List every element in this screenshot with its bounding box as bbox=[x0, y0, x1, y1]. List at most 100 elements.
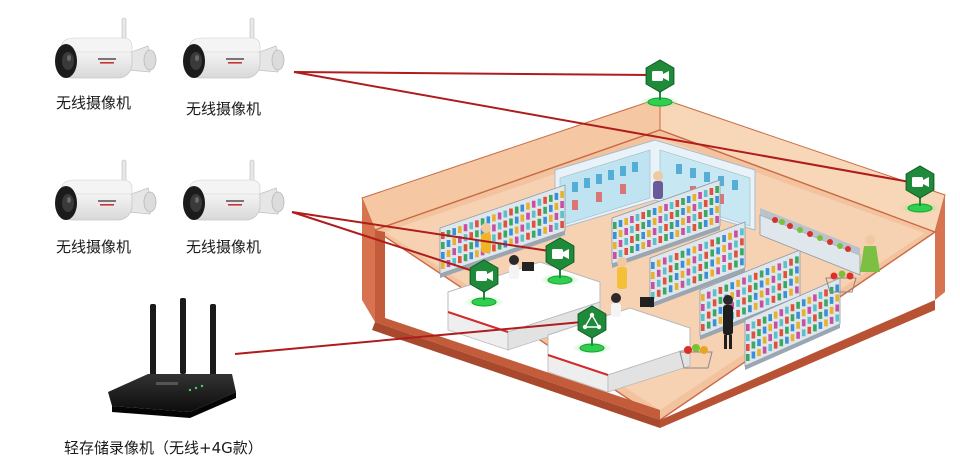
shelf-product bbox=[716, 237, 720, 245]
shelf-product bbox=[703, 220, 708, 227]
shelf-product bbox=[710, 249, 714, 257]
shelf-product bbox=[789, 278, 793, 286]
shelf-product bbox=[706, 321, 711, 329]
shelf-product bbox=[651, 282, 655, 289]
shelf-product bbox=[768, 314, 772, 322]
shelf-product bbox=[652, 228, 657, 235]
shelf-product bbox=[458, 226, 462, 234]
camera-3-label: 无线摄像机 bbox=[56, 238, 132, 256]
shelf-product bbox=[531, 220, 536, 228]
shelf-product bbox=[748, 275, 752, 283]
shelf-product bbox=[722, 265, 726, 272]
shelf-product bbox=[497, 222, 502, 230]
shelf-product bbox=[680, 250, 685, 258]
shelf-product bbox=[503, 210, 508, 218]
shelf-product bbox=[728, 242, 732, 250]
shelf-product bbox=[712, 289, 717, 297]
shelf-product bbox=[669, 202, 674, 209]
shelf-product bbox=[771, 295, 776, 303]
shelf-product bbox=[613, 222, 617, 229]
shelf-product bbox=[651, 262, 655, 269]
shelf-product bbox=[651, 272, 655, 279]
shelf-product bbox=[698, 254, 703, 261]
shelf-product bbox=[740, 238, 744, 246]
shelf-product bbox=[759, 280, 764, 288]
shelf-product bbox=[779, 339, 784, 347]
shelf-product bbox=[751, 341, 756, 349]
shelf-product bbox=[658, 206, 663, 213]
shelf-product bbox=[647, 230, 651, 237]
shelf-product bbox=[768, 324, 772, 332]
shelf-product bbox=[698, 192, 702, 199]
shelf-product bbox=[706, 311, 711, 319]
shelf-product bbox=[742, 297, 746, 305]
camera-icon bbox=[476, 271, 493, 281]
camera-1-label: 无线摄像机 bbox=[56, 94, 132, 112]
shelf-product bbox=[618, 220, 623, 227]
shelf-product bbox=[796, 311, 800, 319]
marker-5 bbox=[572, 305, 612, 354]
shelf-product bbox=[762, 326, 767, 334]
shelf-product bbox=[497, 212, 502, 220]
shelf-product bbox=[807, 316, 812, 324]
shelf-product bbox=[624, 248, 628, 255]
shelf-product bbox=[818, 321, 823, 329]
shelf-product bbox=[656, 259, 661, 267]
shelf-product bbox=[765, 288, 770, 296]
shelf-product bbox=[751, 351, 756, 359]
shelf-product bbox=[790, 334, 795, 342]
shelf-product bbox=[520, 204, 525, 212]
shelf-product bbox=[514, 226, 519, 234]
produce-display bbox=[759, 208, 861, 276]
shelf-product bbox=[718, 306, 723, 314]
shelf-product bbox=[734, 250, 738, 258]
shelf-product bbox=[789, 268, 793, 276]
shelf-product bbox=[785, 306, 789, 314]
shelf-product bbox=[698, 264, 703, 271]
shelf-product bbox=[635, 224, 640, 231]
shelf-product bbox=[779, 319, 784, 327]
shelf-product bbox=[712, 299, 717, 307]
shelf-product bbox=[777, 273, 782, 281]
shelf-product bbox=[746, 324, 750, 331]
shelf-product bbox=[537, 208, 542, 216]
nvr-router bbox=[108, 298, 236, 418]
shelf-product bbox=[469, 242, 473, 250]
shelf-product bbox=[441, 242, 445, 249]
shelf-product bbox=[662, 267, 667, 275]
shelf-product bbox=[526, 202, 530, 210]
shelf-product bbox=[686, 278, 691, 286]
shelf-product bbox=[768, 344, 772, 352]
shelf-base bbox=[650, 268, 745, 308]
shelf-product bbox=[624, 228, 628, 235]
shelf-product bbox=[630, 236, 634, 243]
shelf-product bbox=[759, 290, 764, 298]
shelf-product bbox=[526, 222, 530, 230]
shelf-product bbox=[709, 218, 714, 225]
camera-icon bbox=[912, 177, 929, 187]
shelf-product bbox=[560, 201, 564, 208]
shelf-product bbox=[773, 311, 778, 319]
shelf-product bbox=[757, 339, 761, 347]
shelf-product bbox=[795, 286, 799, 294]
shelf-product bbox=[716, 247, 720, 255]
shelf-product bbox=[777, 263, 782, 271]
shelf-product bbox=[740, 248, 744, 256]
shelf-product bbox=[709, 208, 714, 215]
shelf-product bbox=[560, 191, 564, 198]
shelf-product bbox=[514, 216, 519, 224]
shelf-product bbox=[698, 244, 703, 251]
shelf-product bbox=[492, 234, 496, 242]
shelf-product bbox=[771, 265, 776, 273]
shelf-product bbox=[692, 276, 697, 284]
shelf-product bbox=[835, 304, 839, 312]
shelf-product bbox=[722, 235, 726, 242]
shelf-product bbox=[703, 210, 708, 217]
shelf-product bbox=[742, 287, 746, 295]
link-nvr-to-hub bbox=[234, 321, 583, 355]
shelf-product bbox=[703, 200, 708, 207]
shelf-product bbox=[664, 234, 668, 241]
shelf-product bbox=[706, 291, 711, 299]
shelf-product bbox=[757, 329, 761, 337]
shelf-product bbox=[480, 228, 485, 236]
